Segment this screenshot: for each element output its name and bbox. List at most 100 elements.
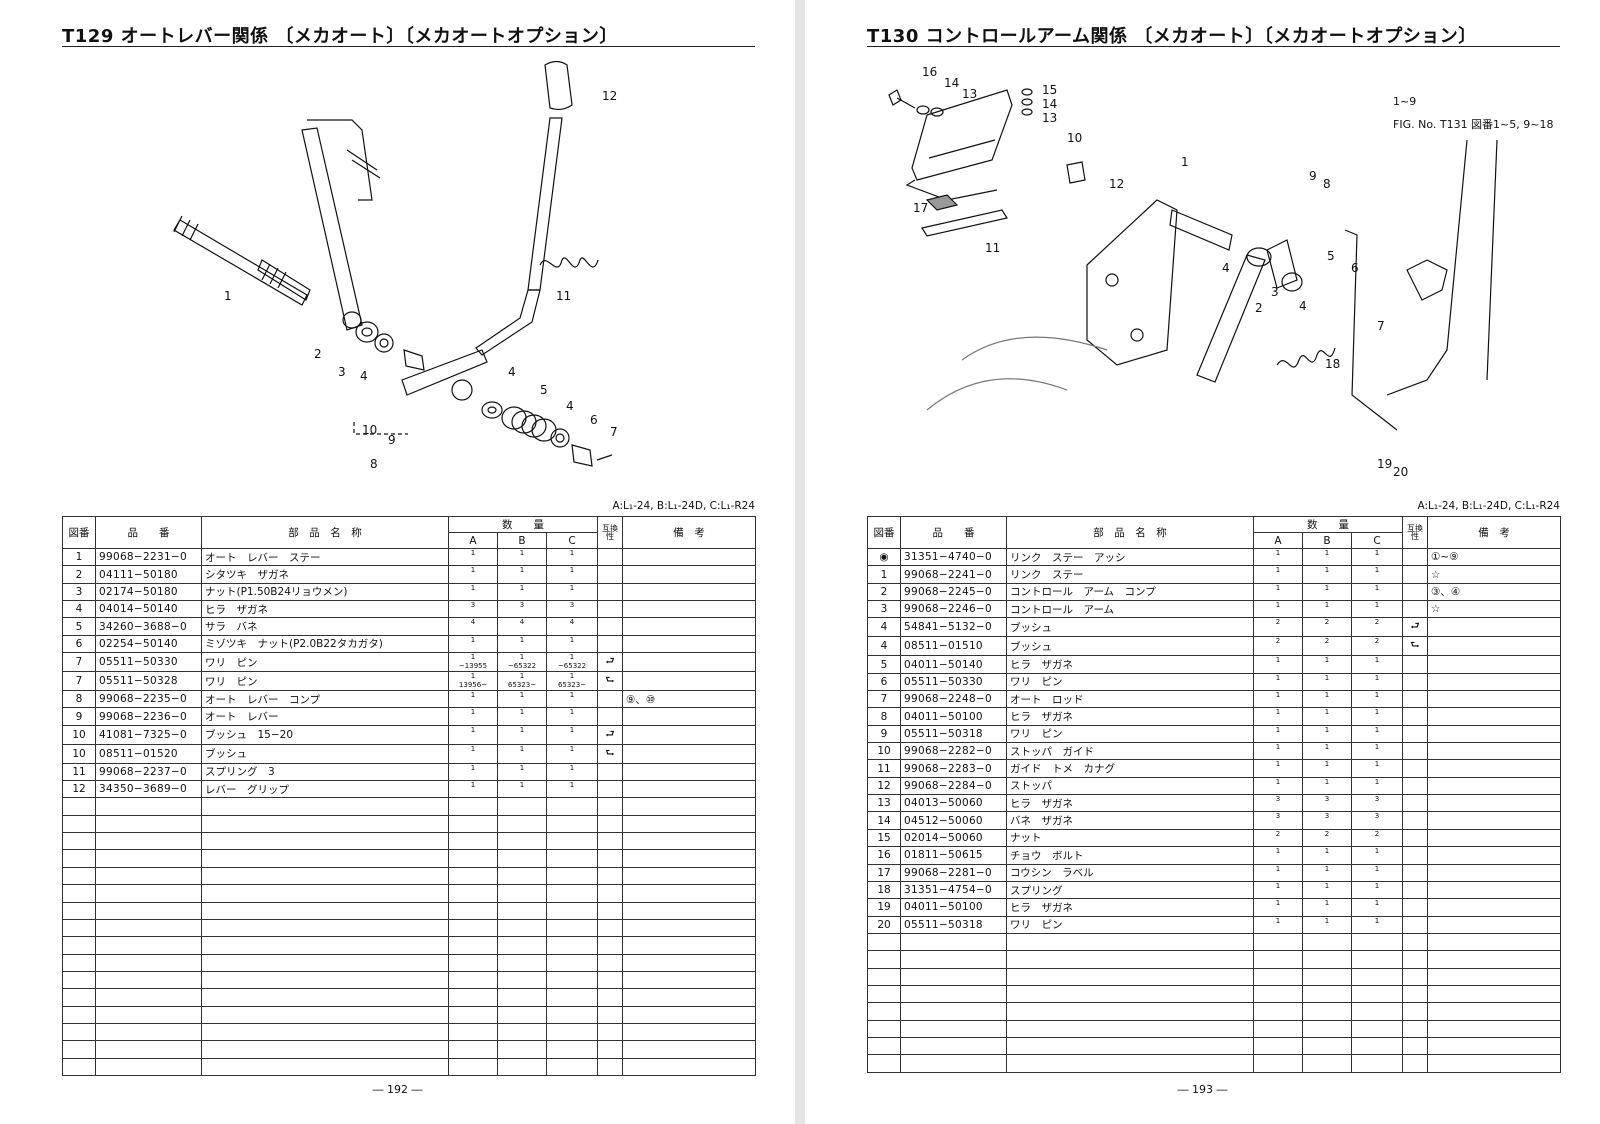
cell-x <box>1402 898 1429 917</box>
cell-c <box>1350 1054 1404 1073</box>
cell-c <box>545 832 599 851</box>
cell-rem <box>622 634 757 654</box>
cell-a <box>448 1005 498 1024</box>
cell-a: 1 <box>1253 742 1303 761</box>
cell-code: 99068−2248−0 <box>900 690 1007 709</box>
cell-a: 1 <box>1253 690 1303 709</box>
header-part-name: 部 品 名 称 <box>1006 516 1254 549</box>
parts-table: 図番 品 番 部 品 名 称 数 量 互換性 備 考 A B C ◉31351−… <box>867 516 1562 1073</box>
cell-c: 1 <box>545 634 599 654</box>
cell-x <box>1402 967 1429 986</box>
header-c: C <box>545 532 599 549</box>
cell-name <box>201 866 449 886</box>
cell-fig <box>62 918 96 938</box>
cell-fig: 6 <box>867 672 901 692</box>
cell-name: ナット <box>1006 828 1254 848</box>
cell-fig: 9 <box>62 707 96 726</box>
cell-x <box>597 866 624 886</box>
cell-code: 99068−2284−0 <box>900 776 1007 796</box>
cell-c <box>545 814 599 834</box>
cell-a: 1 <box>1253 672 1303 692</box>
cell-x: ⮑ <box>1402 636 1429 657</box>
cell-code: 05511−50330 <box>95 652 202 673</box>
cell-fig: 1 <box>62 547 96 567</box>
cell-b <box>497 936 547 955</box>
cell-c: 1 <box>1350 915 1404 934</box>
cell-c: 1 <box>1350 600 1404 619</box>
cell-a: 1 <box>448 690 498 709</box>
cell-rem: ①~⑨ <box>1427 547 1562 567</box>
cell-rem <box>1427 776 1562 796</box>
table-row-empty <box>62 1040 757 1059</box>
cell-rem <box>622 1005 757 1024</box>
cell-x <box>597 547 624 567</box>
cell-code: 08511−01510 <box>900 636 1007 657</box>
title-rule <box>62 46 755 47</box>
cell-code: 99068−2246−0 <box>900 600 1007 619</box>
cell-x <box>1402 565 1429 584</box>
cell-code <box>95 988 202 1007</box>
cell-x <box>1402 1019 1429 1038</box>
cell-b: 4 <box>497 617 547 636</box>
callout: 7 <box>1377 319 1385 333</box>
exploded-diagram-control-arm: 16 14 13 15 14 13 10 12 17 11 1 9 8 4 3 … <box>888 65 1553 479</box>
cell-b <box>497 953 547 972</box>
cell-b <box>497 1005 547 1024</box>
cell-fig: 14 <box>867 811 901 830</box>
cell-b <box>497 849 547 868</box>
cell-b: 1 <box>1302 707 1352 726</box>
callout: 5 <box>1327 249 1335 263</box>
cell-a <box>448 866 498 886</box>
cell-c <box>545 884 599 903</box>
cell-code: 02254−50140 <box>95 634 202 654</box>
cell-x <box>597 1005 624 1024</box>
cell-rem <box>622 936 757 955</box>
cell-code <box>900 1002 1007 1021</box>
cell-fig: 12 <box>867 776 901 796</box>
cell-fig <box>62 866 96 886</box>
cell-c: 1 <box>545 743 599 764</box>
fig-note-range: 1~9 <box>1393 95 1416 108</box>
cell-name <box>201 918 449 938</box>
callout: 5 <box>540 383 548 397</box>
cell-rem <box>1427 690 1562 709</box>
cell-name <box>201 1040 449 1059</box>
cell-name <box>1006 967 1254 986</box>
cell-x <box>1402 759 1429 778</box>
header-part-no: 品 番 <box>900 516 1007 549</box>
cell-b <box>1302 967 1352 986</box>
cell-name: ワリ ピン <box>201 652 449 673</box>
cell-a <box>448 884 498 903</box>
cell-fig: 16 <box>867 846 901 865</box>
cell-b <box>497 970 547 990</box>
cell-rem <box>1427 672 1562 692</box>
cell-code <box>900 1036 1007 1056</box>
cell-code <box>95 814 202 834</box>
cell-code <box>95 1040 202 1059</box>
model-note: A:L₁-24, B:L₁-24D, C:L₁-R24 <box>1417 500 1560 512</box>
cell-c: 1 <box>1350 742 1404 761</box>
table-row-empty <box>867 1019 1562 1038</box>
cell-c: 1 <box>1350 846 1404 865</box>
cell-rem <box>1427 967 1562 986</box>
cell-code: 04011−50100 <box>900 898 1007 917</box>
cell-rem <box>1427 846 1562 865</box>
cell-c <box>545 988 599 1007</box>
cell-a: 1 <box>448 634 498 654</box>
cell-code <box>95 918 202 938</box>
cell-b: 2 <box>1302 617 1352 638</box>
cell-b: 1 <box>497 743 547 764</box>
cell-c <box>545 1057 599 1076</box>
cell-name: ブッシュ <box>1006 617 1254 638</box>
cell-name: ミゾツキ ナット(P2.0B22タカガタ) <box>201 634 449 654</box>
cell-c: 1 <box>1350 547 1404 567</box>
cell-code <box>95 970 202 990</box>
cell-x <box>1402 1036 1429 1056</box>
